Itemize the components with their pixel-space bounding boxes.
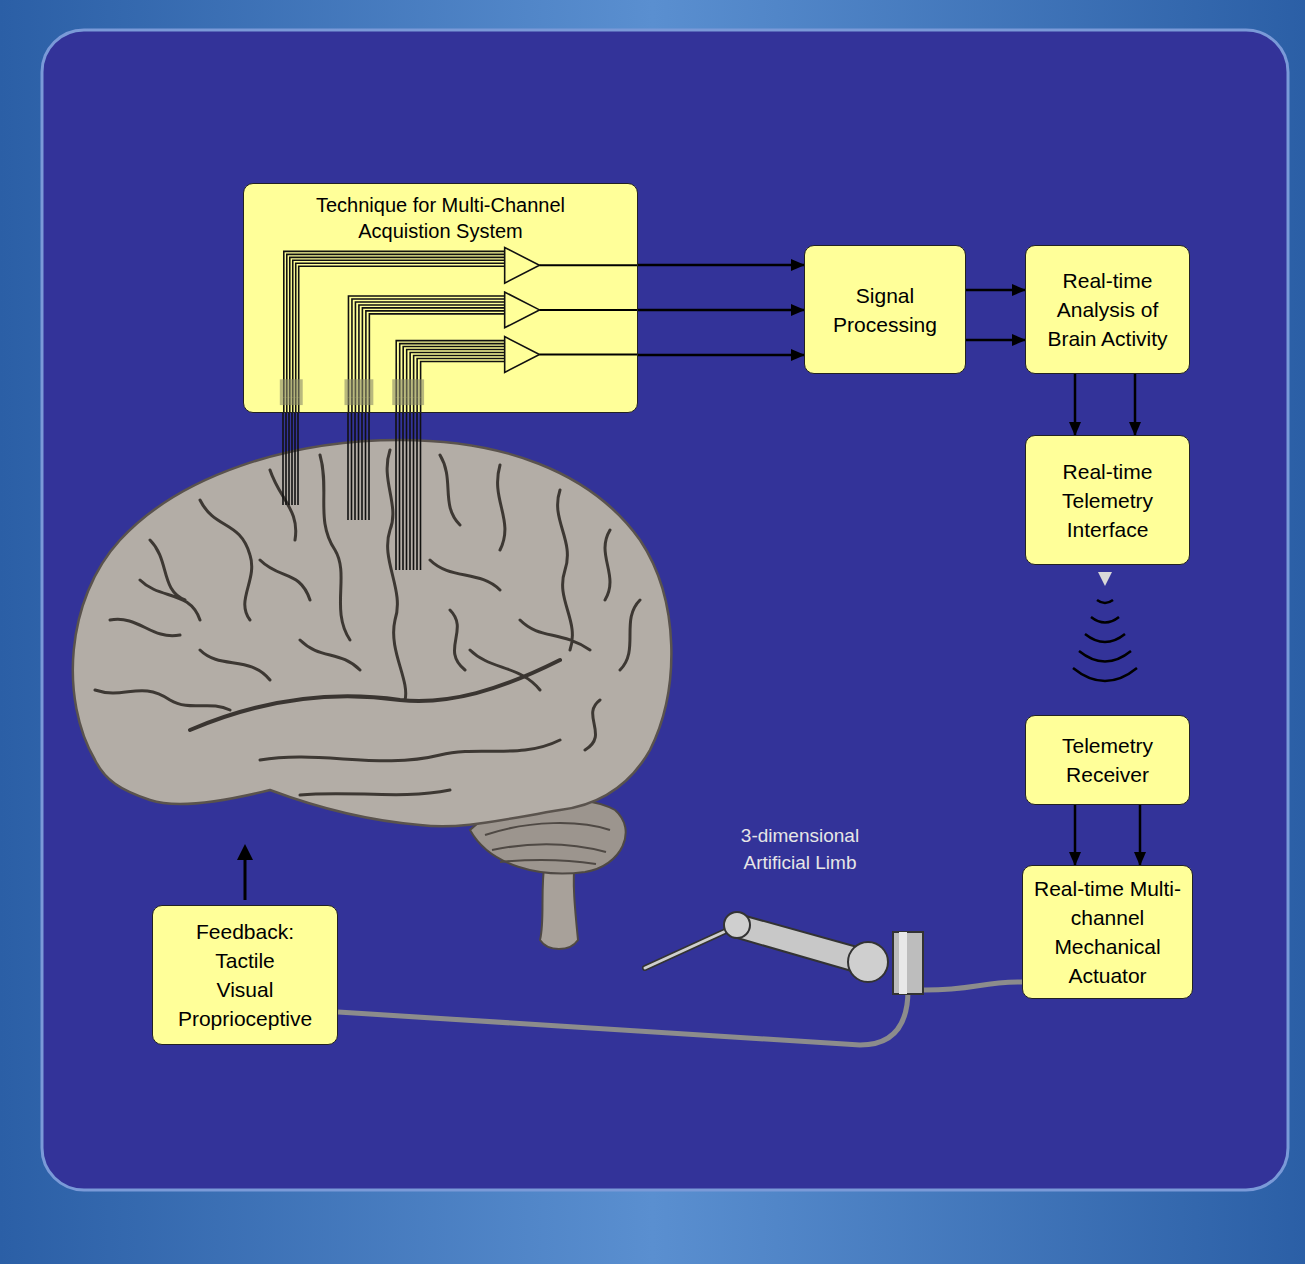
arrow-connector: [638, 309, 804, 312]
process-box: Real-time Multi-channel Mechanical Actua…: [1022, 865, 1193, 999]
arrow-line: [244, 858, 247, 900]
limb-joint: [724, 912, 750, 938]
limb-finger: [645, 930, 728, 968]
part-label: 3-dimensional Artificial Limb: [700, 822, 900, 876]
process-box: Technique for Multi-Channel Acquistion S…: [243, 183, 638, 413]
limb-joint: [848, 942, 888, 982]
limb-base: [893, 932, 923, 994]
amplifiers: [505, 247, 540, 372]
electrode-group: [396, 413, 421, 570]
arrow-connector: [1134, 374, 1137, 435]
radio-waves: [1073, 600, 1137, 681]
temporal-sulci: [260, 740, 560, 795]
feedback-arrow: [237, 844, 253, 900]
arrow-connector: [638, 264, 804, 267]
panel: [42, 30, 1288, 1190]
box-label: Signal Processing: [811, 281, 959, 339]
arrow-head: [1098, 572, 1112, 586]
process-box: Real-time Analysis of Brain Activity: [1025, 245, 1190, 374]
brain: [73, 440, 672, 949]
electrode-group: [283, 413, 298, 505]
arrow-connector: [638, 354, 804, 357]
arrow-head: [237, 844, 253, 860]
cerebellum-folds: [485, 823, 610, 864]
wireless-symbol: [1073, 572, 1137, 681]
arrow-connector: [1074, 374, 1077, 435]
box-label: Real-time Telemetry Interface: [1032, 457, 1183, 544]
process-box: Signal Processing: [804, 245, 966, 374]
box-label: Real-time Multi-channel Mechanical Actua…: [1029, 874, 1186, 990]
box-label: Real-time Analysis of Brain Activity: [1032, 266, 1183, 353]
process-box: Telemetry Receiver: [1025, 715, 1190, 805]
amplifier-symbol: [505, 247, 540, 283]
arrow-connector: [1139, 805, 1142, 865]
connector-block: [392, 379, 424, 405]
amplifier-array: [244, 184, 637, 412]
artificial-limb: [645, 912, 923, 994]
electrodes: [283, 413, 421, 570]
process-box: Feedback: Tactile Visual Proprioceptive: [152, 905, 338, 1045]
box-label: Telemetry Receiver: [1032, 731, 1183, 789]
arrow-connector: [966, 339, 1025, 342]
arrow-connector: [966, 289, 1025, 292]
lateral-sulcus: [190, 660, 560, 730]
process-box: Real-time Telemetry Interface: [1025, 435, 1190, 565]
amplifier-output: [539, 265, 637, 354]
arrow-connector: [1074, 805, 1077, 865]
amplifier-symbol: [505, 292, 540, 328]
electrode-group: [348, 413, 369, 520]
box-label: Feedback: Tactile Visual Proprioceptive: [178, 917, 312, 1033]
channel-wires: [284, 251, 505, 412]
connector-block: [280, 379, 303, 405]
box-label: Technique for Multi-Channel Acquistion S…: [276, 192, 606, 244]
limb-finger-outline: [645, 930, 728, 968]
amplifier-symbol: [505, 337, 540, 373]
cerebrum: [73, 440, 672, 826]
limb-base-highlight: [899, 932, 907, 994]
connector-block: [344, 379, 373, 405]
sulci: [95, 450, 640, 750]
part-label-text: 3-dimensional Artificial Limb: [725, 822, 875, 876]
wire-group: [284, 251, 505, 397]
